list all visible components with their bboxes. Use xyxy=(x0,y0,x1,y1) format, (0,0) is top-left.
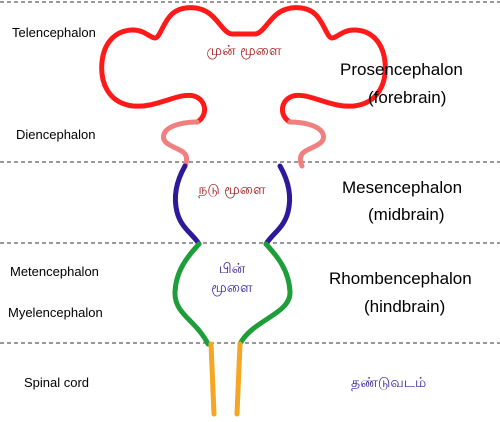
label-metencephalon: Metencephalon xyxy=(10,264,99,279)
hindbrain-right-outline xyxy=(237,241,293,347)
label-spinal-cord-tamil: தண்டுவடம் xyxy=(351,375,426,391)
midbrain-left-outline xyxy=(172,163,202,247)
label-spinal-cord: Spinal cord xyxy=(24,375,89,390)
label-hindbrain: (hindbrain) xyxy=(364,297,445,316)
midbrain-right-outline xyxy=(263,163,293,247)
diencephalon-left-outline xyxy=(161,119,200,169)
label-hindbrain-tamil-line2: மூளை xyxy=(211,280,253,296)
label-myelencephalon: Myelencephalon xyxy=(8,305,103,320)
hindbrain-left-outline xyxy=(172,241,211,347)
label-midbrain-tamil: நடு மூளை xyxy=(198,182,266,198)
diencephalon-right-outline xyxy=(287,119,326,169)
label-prosencephalon: Prosencephalon xyxy=(340,60,463,79)
label-hindbrain-tamil-line1: பின் xyxy=(219,261,246,277)
label-rhombencephalon: Rhombencephalon xyxy=(329,269,472,288)
spinal-cord-right xyxy=(234,341,243,417)
label-midbrain: (midbrain) xyxy=(368,205,445,224)
label-diencephalon: Diencephalon xyxy=(16,127,96,142)
label-forebrain: (forebrain) xyxy=(368,88,446,107)
spinal-cord-left xyxy=(208,341,217,417)
telencephalon-outline xyxy=(99,5,388,125)
label-telencephalon: Telencephalon xyxy=(12,25,96,40)
label-forebrain-tamil: முன் மூளை xyxy=(207,43,282,59)
label-mesencephalon: Mesencephalon xyxy=(342,178,462,197)
